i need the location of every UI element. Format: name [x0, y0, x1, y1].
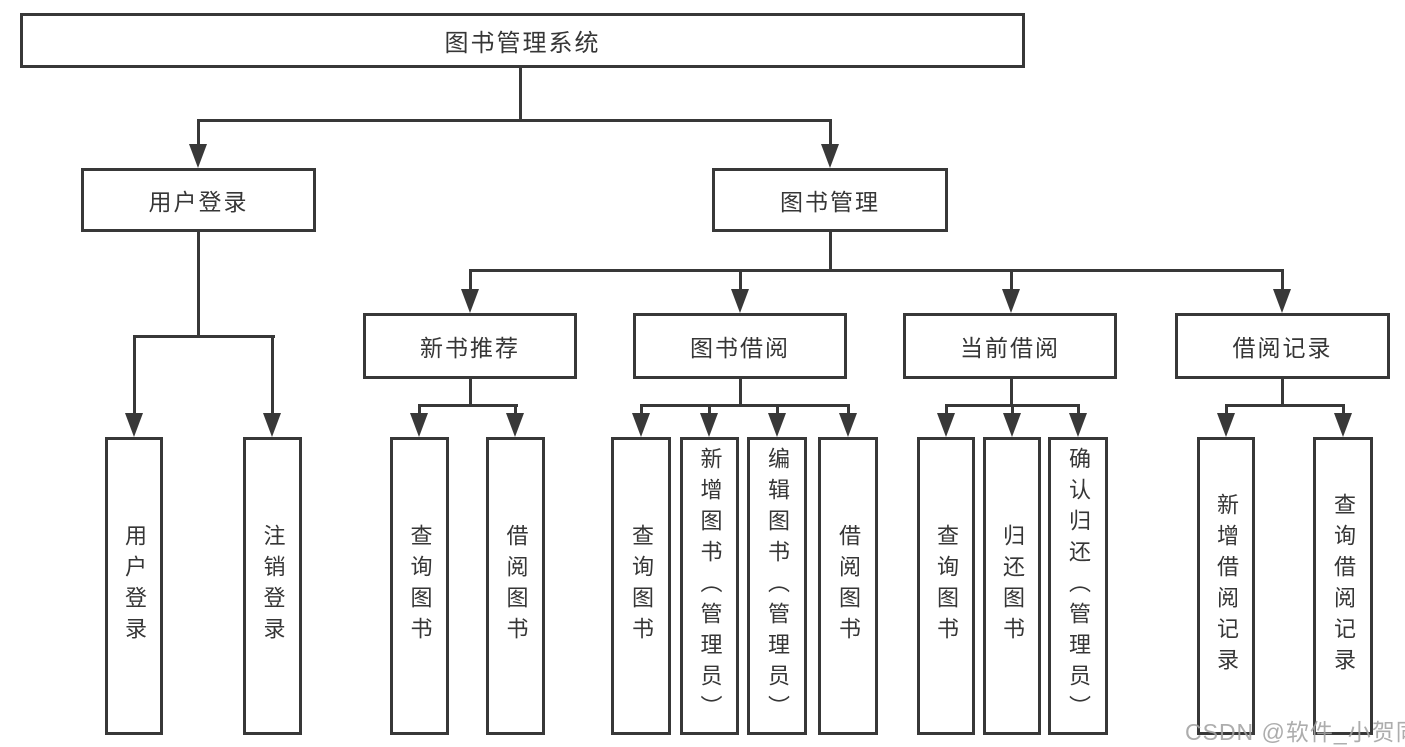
leaf-return-books: 归还图书: [983, 437, 1041, 735]
leaf-add-books-admin: 新增图书（管理员）: [680, 437, 739, 735]
leaf-label: 查询图书: [407, 524, 433, 648]
arrow-down-icon: [700, 413, 718, 437]
arrow-down-icon: [461, 289, 479, 313]
connector-line: [1010, 406, 1014, 415]
node-label: 图书借阅: [690, 335, 790, 361]
node-current-borrow: 当前借阅: [903, 313, 1117, 379]
connector-line: [708, 406, 711, 415]
connector-line: [196, 120, 200, 146]
leaf-confirm-return-admin: 确认归还（管理员）: [1048, 437, 1108, 735]
node-label: 用户登录: [148, 189, 249, 215]
node-label: 图书管理: [780, 189, 880, 215]
connector-line: [514, 406, 517, 415]
connector-line: [738, 378, 742, 406]
leaf-label: 新增图书（管理员）: [697, 446, 723, 726]
connector-line: [1224, 406, 1228, 415]
connector-line: [1076, 406, 1080, 415]
leaf-label: 查询图书: [934, 524, 959, 648]
connector-line: [196, 118, 832, 122]
leaf-label: 归还图书: [1000, 524, 1025, 648]
arrow-down-icon: [1003, 413, 1021, 437]
arrow-down-icon: [821, 144, 839, 168]
node-label: 借阅记录: [1232, 335, 1333, 361]
leaf-label: 用户登录: [122, 524, 147, 648]
arrow-down-icon: [839, 413, 857, 437]
connector-line: [271, 336, 274, 417]
connector-line: [846, 406, 850, 415]
leaf-edit-books-admin: 编辑图书（管理员）: [747, 437, 807, 735]
leaf-query-books-borrow: 查询图书: [611, 437, 671, 735]
leaf-add-borrow-record: 新增借阅记录: [1197, 437, 1255, 735]
connector-line: [944, 406, 948, 415]
connector-line: [828, 120, 832, 146]
leaf-label: 借阅图书: [503, 524, 529, 648]
arrow-down-icon: [731, 289, 749, 313]
connector-line: [639, 406, 643, 415]
connector-line: [417, 404, 518, 407]
leaf-query-books-current: 查询图书: [917, 437, 975, 735]
connector-line: [1009, 378, 1013, 406]
arrow-down-icon: [1217, 413, 1235, 437]
leaf-label: 查询图书: [629, 524, 654, 648]
arrow-down-icon: [189, 144, 207, 168]
connector-line: [738, 270, 742, 291]
leaf-query-borrow-record: 查询借阅记录: [1313, 437, 1373, 735]
arrow-down-icon: [125, 413, 143, 437]
arrow-down-icon: [768, 413, 786, 437]
arrow-down-icon: [937, 413, 955, 437]
connector-line: [828, 231, 832, 270]
arrow-down-icon: [1002, 289, 1020, 313]
arrow-down-icon: [632, 413, 650, 437]
node-new-book-recommend: 新书推荐: [363, 313, 577, 379]
connector-line: [132, 334, 275, 338]
connector-line: [418, 406, 421, 415]
node-root-system: 图书管理系统: [20, 13, 1025, 68]
node-label: 新书推荐: [420, 335, 520, 361]
leaf-borrow-books-recommend: 借阅图书: [486, 437, 545, 735]
connector-line: [1224, 404, 1345, 407]
connector-line: [775, 406, 779, 415]
leaf-label: 注销登录: [260, 524, 286, 648]
connector-line: [1280, 270, 1284, 291]
node-user-login: 用户登录: [81, 168, 316, 232]
connector-line: [944, 404, 1080, 407]
arrow-down-icon: [1334, 413, 1352, 437]
connector-line: [468, 268, 1284, 272]
node-label: 图书管理系统: [444, 30, 601, 57]
connector-line: [1009, 270, 1013, 291]
node-book-borrow: 图书借阅: [633, 313, 847, 379]
leaf-label: 编辑图书（管理员）: [765, 446, 790, 726]
node-label: 当前借阅: [960, 335, 1060, 361]
leaf-query-books-recommend: 查询图书: [390, 437, 449, 735]
arrow-down-icon: [1069, 413, 1087, 437]
connector-line: [1280, 378, 1284, 406]
arrow-down-icon: [263, 413, 281, 437]
leaf-borrow-books: 借阅图书: [818, 437, 878, 735]
connector-line: [196, 231, 200, 336]
leaf-label: 新增借阅记录: [1214, 493, 1239, 679]
arrow-down-icon: [1273, 289, 1291, 313]
connector-line: [468, 270, 472, 291]
node-borrow-records: 借阅记录: [1175, 313, 1390, 379]
connector-line: [468, 378, 472, 406]
leaf-logout: 注销登录: [243, 437, 302, 735]
connector-line: [132, 336, 136, 417]
arrow-down-icon: [410, 413, 428, 437]
leaf-label: 查询借阅记录: [1331, 493, 1356, 679]
connector-line: [518, 67, 522, 120]
leaf-label: 借阅图书: [836, 524, 861, 648]
connector-line: [639, 404, 850, 407]
connector-line: [1341, 406, 1345, 415]
arrow-down-icon: [506, 413, 524, 437]
leaf-label: 确认归还（管理员）: [1066, 446, 1091, 726]
node-book-management: 图书管理: [712, 168, 948, 232]
csdn-watermark: CSDN @软件_小贺同学: [1185, 719, 1405, 745]
leaf-user-login: 用户登录: [105, 437, 163, 735]
